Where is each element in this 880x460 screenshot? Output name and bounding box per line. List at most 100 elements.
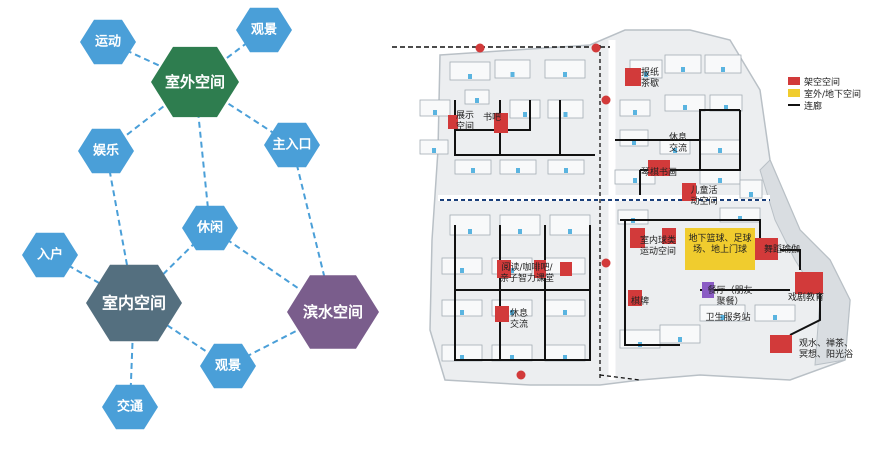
building bbox=[547, 159, 585, 175]
building bbox=[494, 59, 531, 79]
hex-diagram: 室外空间室内空间滨水空间运动观景主入口娱乐休闲入户观景交通 bbox=[22, 7, 379, 430]
map-label-bookbar: 书吧 bbox=[483, 112, 501, 123]
building-entrance-marker bbox=[510, 268, 514, 273]
building-entrance-marker bbox=[718, 178, 722, 183]
hex-label-waterfront: 滨水空间 bbox=[303, 303, 363, 321]
map-label-chess: 棋牌 bbox=[631, 295, 649, 307]
building bbox=[664, 54, 702, 74]
hex-shape-main-entrance bbox=[264, 122, 320, 168]
building-entrance-marker bbox=[721, 67, 725, 72]
building bbox=[619, 129, 649, 147]
building-entrance-marker bbox=[563, 112, 568, 117]
building-entrance-marker bbox=[468, 74, 472, 79]
hex-label-leisure: 休闲 bbox=[196, 220, 223, 236]
hex-shape-leisure bbox=[182, 205, 238, 251]
hex-node-outdoor: 室外空间 bbox=[151, 46, 239, 118]
building-entrance-marker bbox=[749, 192, 753, 197]
map-label-rest-top: 休息交流 bbox=[669, 131, 687, 154]
connector-leisure-indoor bbox=[133, 227, 211, 304]
building-entrance-marker bbox=[632, 140, 636, 145]
hex-label-entertainment: 娱乐 bbox=[93, 143, 119, 159]
elevated-spaces bbox=[448, 68, 823, 353]
map-label-dance: 舞蹈瑜伽 bbox=[764, 243, 800, 255]
building bbox=[441, 299, 483, 317]
building bbox=[544, 59, 586, 79]
hex-label-view-bottom: 观景 bbox=[215, 359, 241, 374]
building-entrance-marker bbox=[673, 148, 677, 153]
building bbox=[719, 207, 761, 223]
building-entrance-marker bbox=[518, 229, 522, 234]
hex-shape-view-top bbox=[236, 7, 292, 53]
building-entrance-marker bbox=[738, 216, 742, 221]
hex-node-entrance: 入户 bbox=[22, 232, 78, 278]
map-label-drama: 戏剧教育 bbox=[788, 291, 824, 303]
legend: 架空空间 室外/地下空间 连廊 bbox=[788, 76, 861, 112]
building-entrance-marker bbox=[475, 98, 479, 103]
map-label-water: 观水、禅茶、冥想、阳光浴 bbox=[799, 337, 853, 360]
map-label-rest-bottom: 休息交流 bbox=[510, 307, 528, 330]
connector-indoor-traffic bbox=[129, 302, 135, 408]
hex-label-sport: 运动 bbox=[95, 35, 121, 50]
restaurant-marker bbox=[702, 282, 714, 298]
map-label-piano: 琴棋书画 bbox=[641, 166, 677, 178]
building-entrance-marker bbox=[563, 355, 567, 360]
building bbox=[699, 304, 746, 322]
legend-swatch-outdoor-underground bbox=[788, 89, 800, 97]
building-entrance-marker bbox=[510, 355, 514, 360]
map-label-reading: 阅读/咖啡吧/亲子智力课堂 bbox=[500, 261, 554, 284]
hex-shape-entertainment bbox=[78, 128, 134, 174]
building-entrance-marker bbox=[718, 148, 722, 153]
hex-node-leisure: 休闲 bbox=[182, 205, 238, 251]
building bbox=[614, 169, 656, 185]
building-entrance-marker bbox=[523, 112, 527, 117]
building-entrance-marker bbox=[720, 315, 725, 320]
hex-node-view-bottom: 观景 bbox=[200, 343, 256, 389]
hex-label-view-top: 观景 bbox=[251, 23, 277, 38]
building bbox=[739, 179, 763, 199]
hex-node-view-top: 观景 bbox=[236, 7, 292, 53]
hex-shape-entrance bbox=[22, 232, 78, 278]
building bbox=[499, 159, 537, 175]
hex-shape-view-bottom bbox=[200, 343, 256, 389]
legend-swatch-elevated bbox=[788, 77, 800, 85]
hex-label-indoor: 室内空间 bbox=[102, 294, 166, 313]
hex-shape-outdoor bbox=[151, 46, 239, 118]
building bbox=[441, 257, 483, 275]
map-label-restaurant: 餐厅（朋友聚餐） bbox=[707, 284, 752, 307]
building-entrance-marker bbox=[633, 178, 637, 183]
building bbox=[704, 54, 742, 74]
building-entrance-marker bbox=[468, 229, 472, 234]
building bbox=[509, 99, 541, 119]
legend-label-elevated: 架空空间 bbox=[804, 76, 840, 88]
building bbox=[419, 99, 451, 117]
building-entrance-marker bbox=[563, 72, 567, 77]
junction-points bbox=[475, 43, 611, 380]
hex-label-traffic: 交通 bbox=[117, 399, 143, 415]
hex-node-indoor: 室内空间 bbox=[86, 264, 182, 342]
building bbox=[449, 61, 491, 81]
building-entrance-marker bbox=[510, 72, 515, 77]
building bbox=[547, 99, 584, 119]
building-entrance-marker bbox=[683, 105, 687, 110]
building bbox=[659, 324, 701, 344]
map-label-exhibition: 展示空间 bbox=[456, 110, 474, 132]
waterfront-area bbox=[759, 159, 851, 366]
site-plan: 报纸茶歇展示空间书吧休息交流琴棋书画儿童活动空间室内球类运动空间地下篮球、足球场… bbox=[392, 29, 861, 386]
building bbox=[454, 159, 492, 175]
building-entrance-marker bbox=[460, 355, 464, 360]
map-labels: 报纸茶歇展示空间书吧休息交流琴棋书画儿童活动空间室内球类运动空间地下篮球、足球场… bbox=[456, 66, 853, 360]
building-entrance-marker bbox=[568, 229, 572, 234]
hex-node-entertainment: 娱乐 bbox=[78, 128, 134, 174]
building bbox=[754, 304, 796, 322]
building bbox=[464, 89, 490, 105]
building-entrance-marker bbox=[773, 315, 777, 320]
hex-node-sport: 运动 bbox=[80, 19, 136, 65]
outdoor-underground-space bbox=[685, 228, 755, 270]
map-label-indoor-ball: 室内球类运动空间 bbox=[640, 234, 676, 257]
legend-label-outdoor-underground: 室外/地下空间 bbox=[804, 88, 861, 100]
building-entrance-marker bbox=[432, 148, 436, 153]
building-entrance-marker bbox=[510, 310, 514, 315]
building-entrance-marker bbox=[724, 105, 728, 110]
hex-shape-indoor bbox=[86, 264, 182, 342]
